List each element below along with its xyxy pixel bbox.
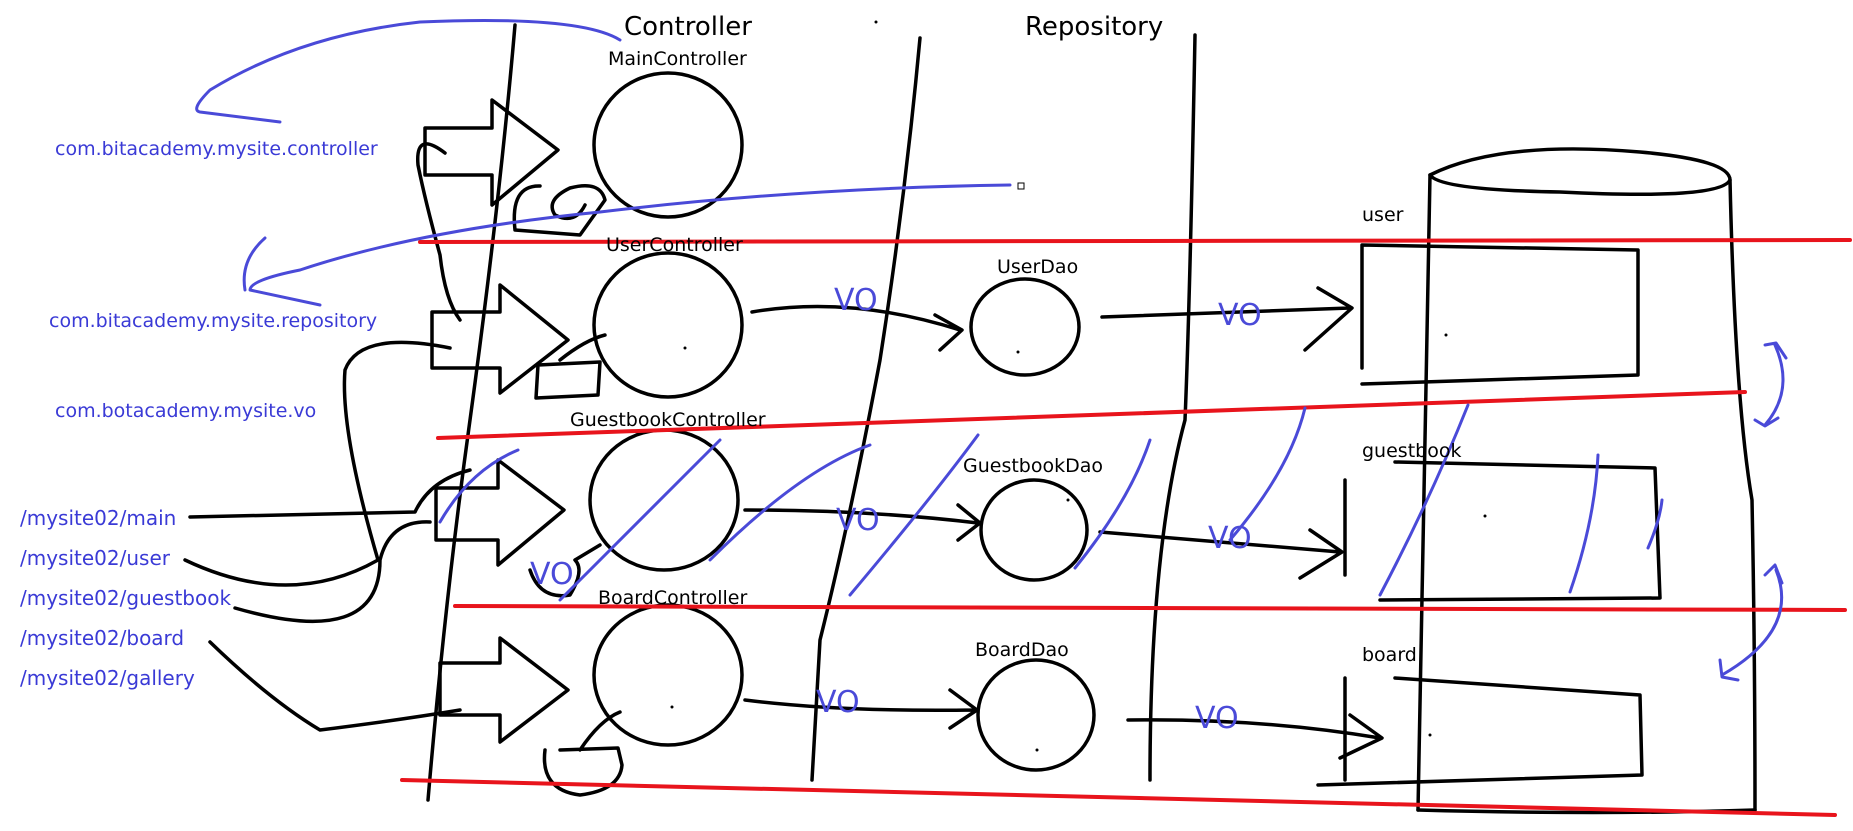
database-cylinder: [1416, 147, 1757, 815]
board-controller-scribble: [542, 710, 624, 797]
guestbook-crossout-9: [1646, 498, 1664, 550]
guestbook-table-label: guestbook: [1362, 440, 1462, 462]
package-vo-label: com.botacademy.mysite.vo: [55, 400, 317, 422]
small-square: [1017, 182, 1025, 190]
guestbook-crossout-6: [1228, 406, 1307, 542]
repository-heading: Repository: [1025, 12, 1164, 42]
guestbook-table-outline: [1343, 460, 1662, 602]
vo-mark-guestbook-controller: VO: [836, 503, 880, 538]
guestbook-dao-circle: [979, 478, 1089, 582]
guestbook-controller-label: GuestbookController: [570, 409, 766, 431]
dot: [683, 346, 687, 350]
guestbook-crossout-2: [438, 448, 520, 524]
vo-mark-board-dao: VO: [1195, 701, 1239, 736]
url-gallery: /mysite02/gallery: [20, 666, 195, 690]
arrow-to-board-controller: [438, 636, 570, 744]
board-controller-label: BoardController: [598, 587, 748, 609]
url-guestbook: /mysite02/guestbook: [20, 586, 232, 610]
controller-package-bracket: [195, 18, 622, 124]
guestbook-crossout-7: [1378, 403, 1470, 597]
layer-divider-4: [400, 778, 1837, 817]
vo-mark-user-dao: VO: [1218, 298, 1262, 333]
url-flow-main: [188, 468, 472, 519]
guestbook-crossout-1: [558, 438, 722, 602]
board-controller-to-dao-arrow: [743, 688, 979, 730]
dot: [1428, 733, 1432, 737]
user-controller-to-dao-arrow: [750, 304, 964, 352]
repository-package-bracket: [242, 183, 1012, 307]
guestbook-crossout-4: [848, 433, 980, 597]
dot: [1483, 514, 1487, 518]
main-controller-circle: [592, 71, 744, 219]
main-arrow-tail-scribble: [416, 142, 462, 322]
url-main: /mysite02/main: [20, 506, 177, 530]
guestbook-dao-to-table-arrow: [1098, 528, 1344, 580]
arrow-to-user-controller: [430, 283, 570, 395]
url-flow-guestbook: [233, 520, 432, 624]
vo-mark-user-controller: VO: [834, 283, 878, 318]
dot: [1016, 350, 1020, 354]
vo-mark-guestbook-dao: VO: [1208, 521, 1252, 556]
package-controller-label: com.bitacademy.mysite.controller: [55, 138, 378, 160]
layer-divider-1: [418, 238, 1852, 244]
user-dao-to-table-arrow: [1100, 286, 1354, 352]
dot: [1066, 498, 1070, 502]
guestbook-crossout-3: [708, 443, 872, 562]
vo-mark-guestbook-controller-small: VO: [530, 557, 574, 592]
url-board: /mysite02/board: [20, 626, 185, 650]
guestbook-crossout-5: [1073, 438, 1152, 570]
guestbook-crossout-8: [1568, 453, 1600, 594]
vo-mark-board-controller: VO: [816, 685, 860, 720]
board-controller-circle: [592, 603, 744, 747]
board-dao-circle: [976, 658, 1096, 772]
url-flow-board: [208, 640, 462, 732]
user-controller-circle: [592, 251, 744, 399]
guestbook-controller-scribble: [528, 543, 602, 598]
user-dao-circle: [969, 277, 1081, 377]
column-divider-2: [810, 36, 922, 782]
board-table-label: board: [1362, 644, 1417, 666]
controller-heading: Controller: [624, 12, 752, 42]
database-sync-arrow-top: [1753, 341, 1788, 428]
board-dao-label: BoardDao: [975, 639, 1069, 661]
user-table-label: user: [1362, 204, 1404, 226]
main-controller-label: MainController: [608, 48, 747, 70]
dot: [1035, 748, 1039, 752]
column-divider-3: [1148, 33, 1197, 782]
guestbook-controller-to-dao-arrow: [743, 503, 982, 542]
dot: [1444, 333, 1448, 337]
user-controller-label: UserController: [606, 234, 743, 256]
arrow-to-guestbook-controller: [434, 458, 566, 567]
user-dao-label: UserDao: [997, 256, 1079, 278]
package-repository-label: com.bitacademy.mysite.repository: [49, 310, 378, 332]
board-table-outline: [1316, 676, 1644, 787]
main-controller-scribble: [512, 184, 607, 237]
user-table-outline: [1360, 243, 1640, 386]
board-dao-to-table-arrow: [1126, 713, 1384, 760]
database-sync-arrow-bottom: [1718, 563, 1784, 682]
dot: [874, 20, 878, 24]
guestbook-dao-label: GuestbookDao: [963, 455, 1104, 477]
url-user: /mysite02/user: [20, 546, 170, 570]
dot: [670, 705, 674, 709]
layer-divider-2: [436, 390, 1747, 440]
arrow-to-main-controller: [423, 98, 560, 207]
user-controller-scribble: [534, 333, 607, 400]
layer-divider-3: [453, 604, 1847, 612]
url-flow-user: [183, 340, 452, 587]
